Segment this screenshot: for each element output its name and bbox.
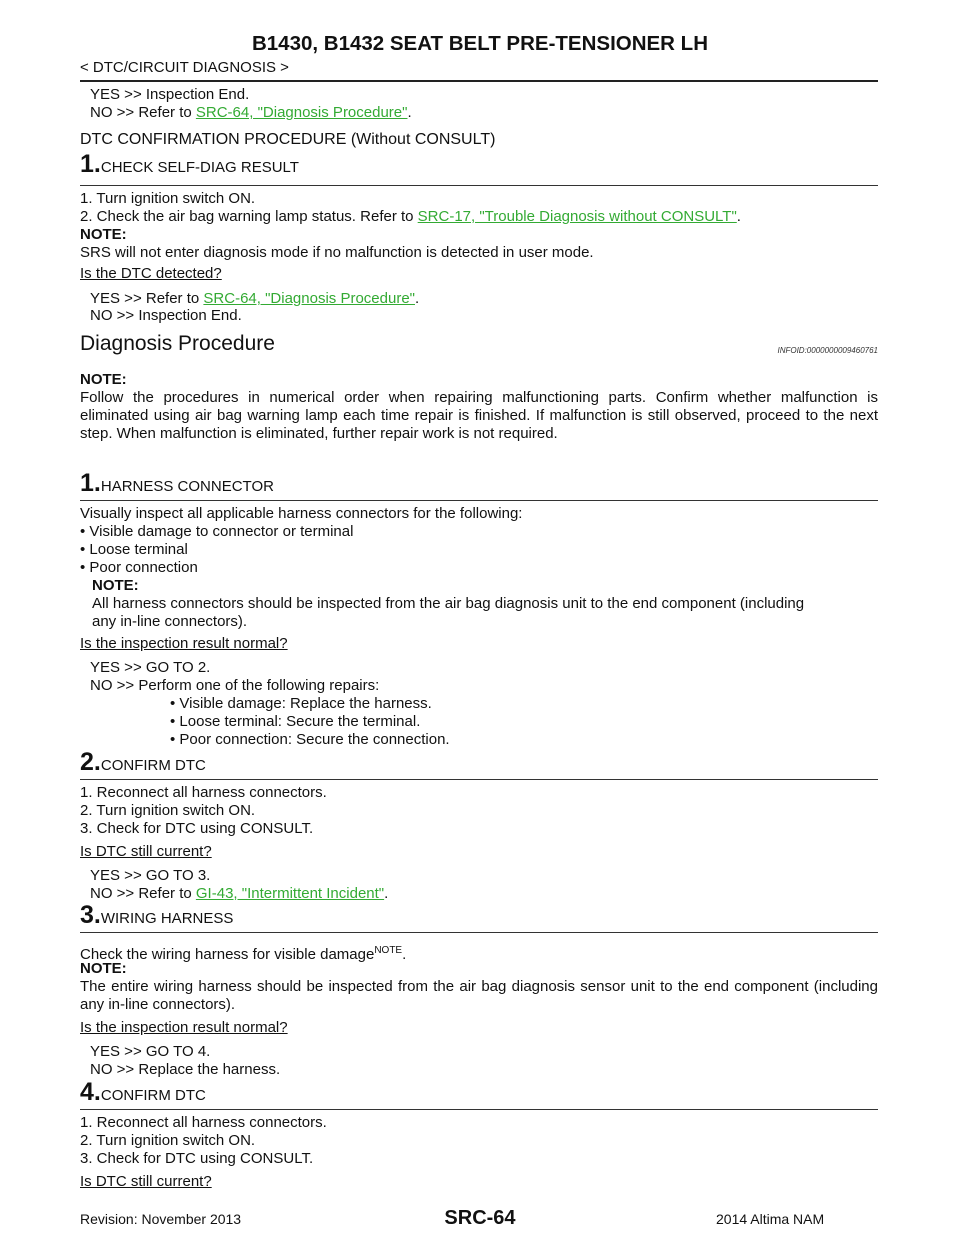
question: Is DTC still current? [80, 843, 212, 860]
page-number: SRC-64 [444, 1207, 516, 1229]
step-rule [80, 932, 878, 933]
list-item: • Loose terminal [80, 541, 188, 558]
link-src64-diagnosis[interactable]: SRC-64, "Diagnosis Procedure" [195, 104, 408, 121]
step-3-no: NO >> Replace the harness. [90, 1061, 281, 1078]
step-1-check-self-diag: 1.CHECK SELF-DIAG RESULT [80, 150, 299, 178]
step-2-line1: 1. Reconnect all harness connectors. [80, 784, 327, 801]
step-3-note-text: The entire wiring harness should be insp… [80, 978, 878, 1013]
step-1-yes: YES >> GO TO 2. [90, 659, 211, 676]
diagnosis-note-text: Follow the procedures in numerical order… [80, 389, 878, 442]
step-2-no: NO >> Refer to GI-43, "Intermittent Inci… [90, 885, 389, 902]
list-item: • Loose terminal: Secure the terminal. [170, 713, 421, 730]
step-1a-yes: YES >> Refer to SRC-64, "Diagnosis Proce… [90, 290, 420, 307]
top-no: NO >> Refer to SRC-64, "Diagnosis Proced… [90, 104, 412, 121]
info-id: INFOID:0000000009460761 [777, 346, 878, 355]
step-3-yes: YES >> GO TO 4. [90, 1043, 211, 1060]
step-2-line2: 2. Turn ignition switch ON. [80, 802, 256, 819]
list-item: • Poor connection [80, 559, 198, 576]
step-4-line2: 2. Turn ignition switch ON. [80, 1132, 256, 1149]
step-2-yes: YES >> GO TO 3. [90, 867, 211, 884]
list-item: • Visible damage to connector or termina… [80, 523, 354, 540]
question: Is the DTC detected? [80, 265, 222, 282]
note-text: SRS will not enter diagnosis mode if no … [80, 244, 594, 261]
step-1a-line2: 2. Check the air bag warning lamp status… [80, 208, 741, 225]
question: Is the inspection result normal? [80, 635, 288, 652]
note-label: NOTE: [80, 371, 127, 388]
step-1-no: NO >> Perform one of the following repai… [90, 677, 380, 694]
dtc-confirmation-heading: DTC CONFIRMATION PROCEDURE (Without CONS… [80, 131, 496, 148]
step-3-line1: Check the wiring harness for visible dam… [80, 945, 407, 963]
section-subtitle: < DTC/CIRCUIT DIAGNOSIS > [80, 59, 289, 76]
step-1-intro: Visually inspect all applicable harness … [80, 505, 523, 522]
note-label: NOTE: [80, 226, 127, 243]
revision-date: Revision: November 2013 [80, 1211, 242, 1227]
step-1-harness-connector: 1.HARNESS CONNECTOR [80, 469, 274, 497]
step-rule [80, 500, 878, 501]
link-src17-trouble-diagnosis[interactable]: SRC-17, "Trouble Diagnosis without CONSU… [417, 208, 737, 225]
top-yes: YES >> Inspection End. [90, 86, 250, 103]
question: Is the inspection result normal? [80, 1019, 288, 1036]
step-3-wiring-harness: 3.WIRING HARNESS [80, 901, 234, 929]
header-rule [80, 80, 878, 82]
step-2-line3: 3. Check for DTC using CONSULT. [80, 820, 314, 837]
step-rule [80, 185, 878, 186]
list-item: • Visible damage: Replace the harness. [170, 695, 432, 712]
note-label: NOTE: [80, 960, 127, 977]
step-4-line3: 3. Check for DTC using CONSULT. [80, 1150, 314, 1167]
step-4-confirm-dtc: 4.CONFIRM DTC [80, 1078, 206, 1106]
step-rule [80, 779, 878, 780]
step-1a-line1: 1. Turn ignition switch ON. [80, 190, 256, 207]
note-text: any in-line connectors). [92, 613, 248, 630]
step-rule [80, 1109, 878, 1110]
diagnosis-procedure-heading: Diagnosis Procedure [80, 332, 275, 355]
link-src64-diagnosis-2[interactable]: SRC-64, "Diagnosis Procedure" [203, 290, 415, 307]
note-text: All harness connectors should be inspect… [92, 595, 805, 612]
model-label: 2014 Altima NAM [716, 1211, 825, 1227]
step-1a-no: NO >> Inspection End. [90, 307, 242, 324]
step-4-line1: 1. Reconnect all harness connectors. [80, 1114, 327, 1131]
page-title: B1430, B1432 SEAT BELT PRE-TENSIONER LH [251, 32, 709, 55]
list-item: • Poor connection: Secure the connection… [170, 731, 450, 748]
question: Is DTC still current? [80, 1173, 212, 1190]
step-2-confirm-dtc: 2.CONFIRM DTC [80, 748, 206, 776]
note-label: NOTE: [92, 577, 139, 594]
link-gi43-intermittent[interactable]: GI-43, "Intermittent Incident" [195, 885, 385, 902]
